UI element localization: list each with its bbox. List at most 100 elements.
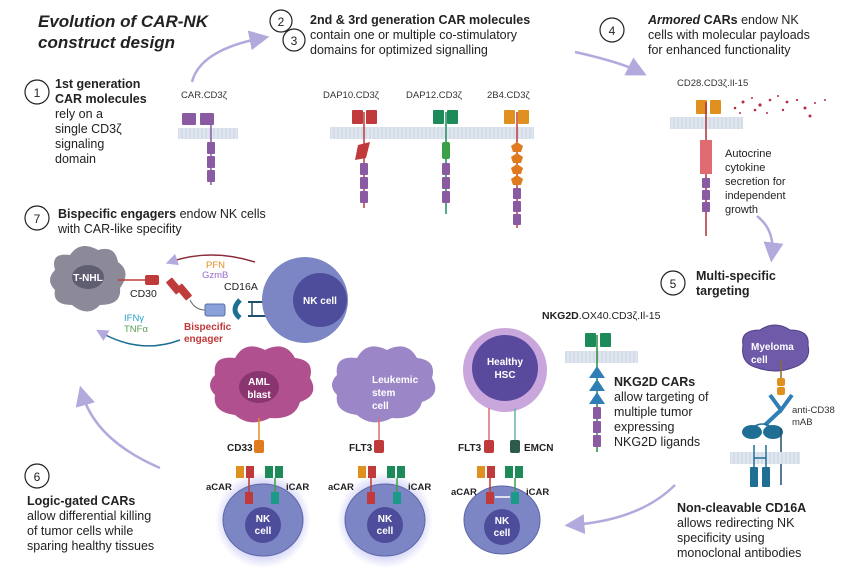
note-text: independent — [725, 190, 786, 202]
step-number: 3 — [291, 34, 298, 48]
step-number: 2 — [278, 15, 285, 29]
step-text: cells with molecular payloads — [648, 28, 810, 42]
cd16a-receptor — [730, 423, 800, 487]
step-6-logic-gated: 6 Logic-gated CARs allow differential ki… — [24, 328, 553, 568]
step-text: domain — [55, 152, 96, 166]
nk-cell-label: NK — [495, 516, 510, 527]
cell-label: T-NHL — [73, 273, 102, 284]
engager-label: engager — [184, 334, 223, 345]
step-number-circle — [599, 17, 625, 43]
note-text: cytokine — [725, 162, 765, 174]
cell-label: HSC — [494, 370, 515, 381]
step-heading: Bispecific engagers endow NK cells — [58, 207, 266, 221]
nk-cell-label: cell — [494, 528, 511, 539]
figure-title-line1: Evolution of CAR-NK — [38, 12, 210, 31]
gzmb-label: GzmB — [202, 270, 228, 281]
step-text: rely on a — [55, 107, 103, 121]
dap10-construct — [352, 110, 377, 208]
nkg2d-construct — [565, 333, 638, 452]
note-text: Autocrine — [725, 148, 771, 160]
cell-label: Myeloma — [751, 342, 794, 353]
cell-membrane — [330, 127, 534, 139]
step-1-first-generation: 1 1st generation CAR molecules rely on a… — [24, 30, 270, 185]
arrow-6-to-7 — [75, 385, 161, 470]
acar-label: aCAR — [328, 482, 354, 493]
step-number-circle — [24, 463, 50, 489]
step-number: 6 — [34, 470, 41, 484]
cd30-antigen — [145, 275, 159, 285]
nkg2d-text: expressing — [614, 420, 674, 434]
anti-cd38-antibody — [763, 360, 794, 427]
nk-cell-label: NK — [256, 514, 271, 525]
icar-label: iCAR — [408, 482, 431, 493]
car-cd3z-construct — [178, 113, 238, 185]
figure-title-line2: construct design — [38, 33, 175, 52]
step-text: single CD3ζ — [55, 122, 122, 136]
step-7-bispecific-engagers: 7 Bispecific engagers endow NK cells wit… — [24, 205, 348, 347]
icar-label: iCAR — [286, 482, 309, 493]
arrow-cytotoxic-release — [165, 253, 256, 266]
construct-label: DAP12.CD3ζ — [406, 90, 463, 101]
antibody-label: anti-CD38 — [792, 405, 835, 416]
cell-label: Leukemic — [372, 375, 419, 386]
step-text: signaling — [55, 137, 104, 151]
cd28-il15-construct — [670, 100, 743, 236]
step-text: contain one or multiple co-stimulatory — [310, 28, 518, 42]
step-text: with CAR-like specifity — [57, 222, 182, 236]
antigen-label: CD33 — [227, 443, 253, 454]
cell-label: stem — [372, 388, 395, 399]
antibody-label: mAB — [792, 417, 813, 428]
panel-aml-blast: AML blast CD33 NK cell aCAR iCAR — [206, 346, 314, 568]
nkg2d-text: multiple tumor — [614, 405, 693, 419]
nk-cell-label: cell — [255, 526, 272, 537]
step-5-multispecific: 5 Multi-specific targeting NKG2D.OX40.CD… — [542, 269, 835, 560]
bispecific-engager — [166, 277, 226, 317]
step-text: for enhanced functionality — [648, 43, 791, 57]
note-text: secretion for — [725, 176, 786, 188]
2b4-construct — [504, 110, 529, 228]
arrow-3-to-4 — [574, 50, 647, 76]
step-heading: Logic-gated CARs — [27, 494, 135, 508]
construct-label: DAP10.CD3ζ — [323, 90, 380, 101]
antigen-label: CD30 — [130, 288, 157, 300]
step-4-armored: 4 Armored CARs endow NK cells with molec… — [599, 13, 826, 263]
step-number: 1 — [34, 86, 41, 100]
cell-label: Healthy — [487, 357, 524, 368]
step-heading: 2nd & 3rd generation CAR molecules — [310, 13, 530, 27]
nk-cell-label: NK cell — [303, 296, 337, 307]
acar-label: aCAR — [206, 482, 232, 493]
step-heading: targeting — [696, 284, 749, 298]
arrow-cytokine-release — [96, 329, 181, 347]
nk-cell-label: NK — [378, 514, 393, 525]
t-nhl-cell: T-NHL — [50, 246, 126, 312]
ifng-label: IFNγ — [124, 313, 144, 324]
step-heading: CAR molecules — [55, 92, 147, 106]
icar-label: iCAR — [526, 487, 549, 498]
nkg2d-heading: NKG2D CARs — [614, 375, 695, 389]
cd16-text: monoclonal antibodies — [677, 546, 801, 560]
arrow-4-to-5 — [756, 215, 784, 263]
construct-label: NKG2D.OX40.CD3ζ.Il-15 — [542, 310, 661, 322]
step-text: allow differential killing — [27, 509, 151, 523]
step-number-circle — [660, 270, 686, 296]
cytokine-dots — [733, 95, 826, 118]
panel-healthy-hsc: Healthy HSC FLT3 EMCN NK cell aCAR iCAR — [451, 328, 553, 555]
step-number-circle — [269, 9, 293, 33]
step-heading: Armored CARs endow NK — [647, 13, 799, 27]
construct-label: CD28.CD3ζ.Il-15 — [677, 78, 748, 89]
construct-label: CAR.CD3ζ — [181, 90, 228, 101]
pfn-label: PFN — [206, 260, 225, 271]
nkg2d-text: allow targeting of — [614, 390, 709, 404]
tnfa-label: TNFα — [124, 324, 148, 335]
panel-leukemic-stem-cell: Leukemic stem cell FLT3 NK cell aCAR iCA… — [328, 346, 436, 568]
engager-label: Bispecific — [184, 322, 232, 333]
nkg2d-text: NKG2D ligands — [614, 435, 700, 449]
nk-cell-label: cell — [377, 526, 394, 537]
cd16-text: specificity using — [677, 531, 765, 545]
step-heading: 1st generation — [55, 77, 140, 91]
construct-label: 2B4.CD3ζ — [487, 90, 531, 101]
step-number: 7 — [34, 212, 41, 226]
cd16-heading: Non-cleavable CD16A — [677, 501, 806, 515]
step-number: 4 — [609, 24, 616, 38]
